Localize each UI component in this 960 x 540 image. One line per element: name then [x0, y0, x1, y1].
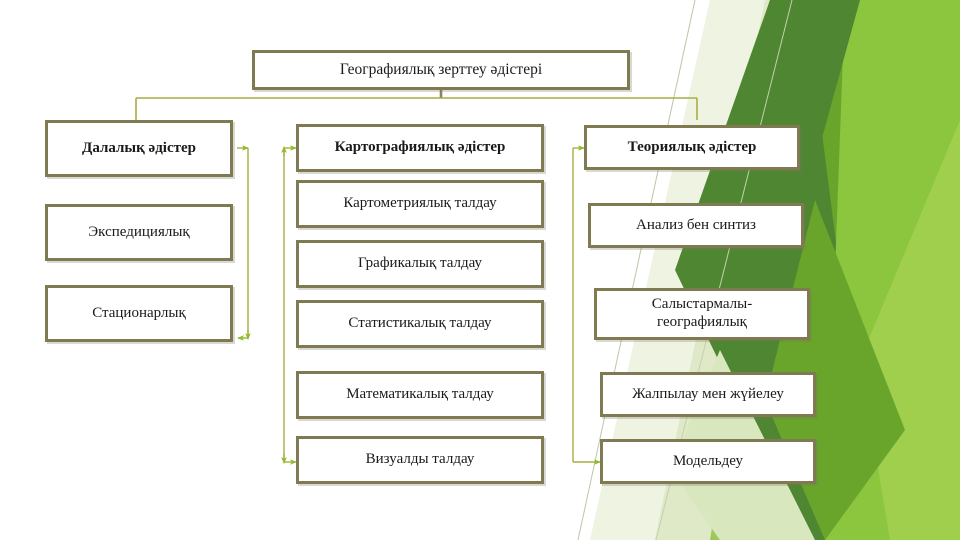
node-field-methods-item-1[interactable]: Стационарлық	[45, 285, 233, 342]
node-cartographic-methods-item-1[interactable]: Графикалық талдау	[296, 240, 544, 288]
node-cartographic-methods-item-0-label: Картометриялық талдау	[343, 195, 497, 212]
middle-column-loop-connector	[281, 145, 297, 465]
deco-shape-mid-1	[805, 0, 960, 430]
node-field-methods-head-label: Далалық әдістер	[82, 139, 196, 156]
node-cartographic-methods-item-3[interactable]: Математикалық талдау	[296, 371, 544, 419]
node-theoretical-methods-item-3[interactable]: Модельдеу	[600, 439, 816, 484]
node-cartographic-methods-item-1-label: Графикалық талдау	[357, 255, 483, 272]
node-cartographic-methods-head[interactable]: Картографиялық әдістер	[296, 124, 544, 172]
deco-shape-light-2	[825, 0, 960, 540]
deco-shape-mid-2	[765, 200, 905, 540]
node-cartographic-methods-item-3-label: Математикалық талдау	[346, 386, 494, 403]
top-tree-connector	[135, 90, 698, 120]
node-theoretical-methods-item-1-label: Салыстармалы- географиялық	[651, 296, 753, 330]
node-theoretical-methods-item-1[interactable]: Салыстармалы- географиялық	[594, 288, 810, 340]
node-field-methods-item-0-label: Экспедициялық	[88, 223, 190, 240]
node-cartographic-methods-head-label: Картографиялық әдістер	[334, 139, 506, 156]
left-column-loop-connector	[237, 145, 251, 341]
deco-shape-dark-2	[735, 0, 860, 200]
node-field-methods-head[interactable]: Далалық әдістер	[45, 120, 233, 177]
node-theoretical-methods-head-label: Теориялық әдістер	[627, 138, 757, 155]
node-theoretical-methods-item-2-label: Жалпылау мен жүйелеу	[632, 385, 784, 402]
node-theoretical-methods-item-0-label: Анализ бен синтиз	[636, 216, 756, 233]
node-theoretical-methods-item-2[interactable]: Жалпылау мен жүйелеу	[600, 372, 816, 417]
node-theoretical-methods-item-0[interactable]: Анализ бен синтиз	[588, 203, 804, 248]
node-cartographic-methods-item-2[interactable]: Статистикалық талдау	[296, 300, 544, 348]
node-theoretical-methods-head[interactable]: Теориялық әдістер	[584, 125, 800, 170]
deco-shape-light-3	[860, 120, 960, 540]
node-field-methods-item-1-label: Стационарлық	[92, 304, 186, 321]
node-cartographic-methods-item-2-label: Статистикалық талдау	[348, 315, 492, 332]
node-theoretical-methods-item-3-label: Модельдеу	[672, 452, 744, 469]
node-field-methods-item-0[interactable]: Экспедициялық	[45, 204, 233, 261]
diagram-title-box[interactable]: Географиялық зерттеу әдістері	[252, 50, 630, 90]
diagram-title-label: Географиялық зерттеу әдістері	[339, 60, 543, 78]
node-cartographic-methods-item-0[interactable]: Картометриялық талдау	[296, 180, 544, 228]
node-cartographic-methods-item-4-label: Визуалды талдау	[365, 451, 475, 468]
node-cartographic-methods-item-4[interactable]: Визуалды талдау	[296, 436, 544, 484]
